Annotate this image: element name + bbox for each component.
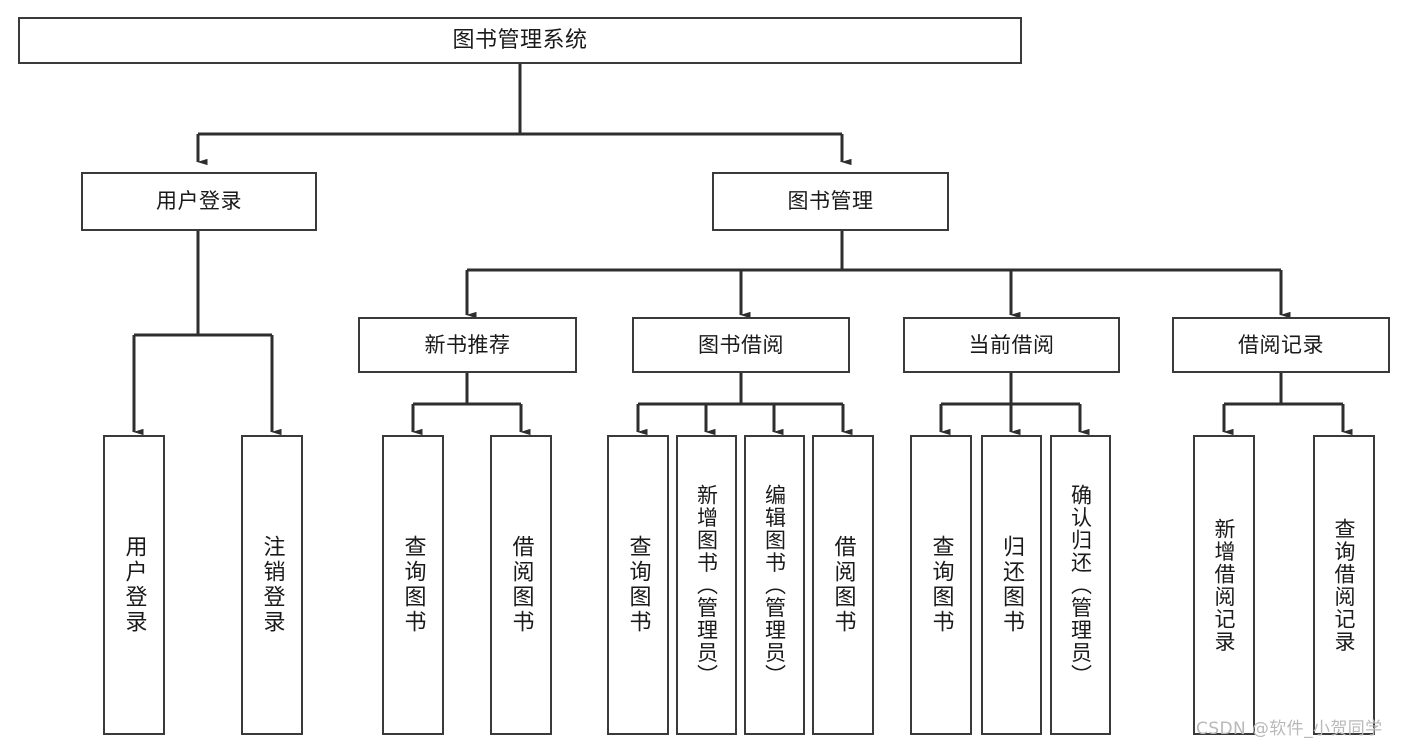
node-user-login[interactable]: 用户登录 xyxy=(81,172,317,231)
node-label: 用户登录 xyxy=(156,189,242,214)
csdn-watermark: CSDN @软件_小贺同学 xyxy=(1196,719,1383,739)
node-label: 新书推荐 xyxy=(424,332,511,357)
node-leaf-add-book[interactable]: 新增图书（管理员） xyxy=(676,435,737,735)
node-label: 确认归还（管理员） xyxy=(1068,483,1093,687)
node-label: 图书管理系统 xyxy=(452,27,588,53)
node-label: 新增图书（管理员） xyxy=(694,483,719,687)
node-leaf-query-book-3[interactable]: 查询图书 xyxy=(910,435,972,735)
node-leaf-add-record[interactable]: 新增借阅记录 xyxy=(1193,435,1255,735)
node-leaf-borrow-book-2[interactable]: 借阅图书 xyxy=(812,435,874,735)
node-label: 借阅记录 xyxy=(1238,332,1324,357)
node-label: 图书借阅 xyxy=(698,332,784,357)
node-leaf-logout-login[interactable]: 注销登录 xyxy=(241,435,303,735)
node-label: 用户登录 xyxy=(121,535,147,635)
node-label: 查询图书 xyxy=(625,535,651,635)
node-book-management-system[interactable]: 图书管理系统 xyxy=(18,17,1022,64)
node-label: 当前借阅 xyxy=(968,332,1055,357)
node-label: 图书管理 xyxy=(787,189,874,214)
node-book-borrow[interactable]: 图书借阅 xyxy=(632,317,850,373)
node-leaf-user-login[interactable]: 用户登录 xyxy=(103,435,165,735)
node-book-management[interactable]: 图书管理 xyxy=(712,172,949,231)
node-label: 查询借阅记录 xyxy=(1332,517,1357,653)
node-leaf-query-record[interactable]: 查询借阅记录 xyxy=(1313,435,1375,735)
node-leaf-query-book-1[interactable]: 查询图书 xyxy=(382,435,444,735)
node-label: 借阅图书 xyxy=(830,535,856,635)
node-label: 借阅图书 xyxy=(508,535,534,635)
node-current-borrow[interactable]: 当前借阅 xyxy=(903,317,1120,373)
node-label: 新增借阅记录 xyxy=(1212,517,1237,653)
node-label: 归还图书 xyxy=(999,535,1025,635)
node-label: 注销登录 xyxy=(259,535,285,635)
node-leaf-return-book[interactable]: 归还图书 xyxy=(981,435,1042,735)
node-label: 查询图书 xyxy=(400,535,426,635)
node-leaf-borrow-book-1[interactable]: 借阅图书 xyxy=(490,435,552,735)
node-leaf-query-book-2[interactable]: 查询图书 xyxy=(607,435,669,735)
node-label: 编辑图书（管理员） xyxy=(762,483,787,687)
node-new-book-recommend[interactable]: 新书推荐 xyxy=(358,317,577,373)
node-label: 查询图书 xyxy=(928,535,954,635)
node-borrow-record[interactable]: 借阅记录 xyxy=(1172,317,1390,373)
node-leaf-confirm-return[interactable]: 确认归还（管理员） xyxy=(1050,435,1111,735)
node-leaf-edit-book[interactable]: 编辑图书（管理员） xyxy=(744,435,805,735)
